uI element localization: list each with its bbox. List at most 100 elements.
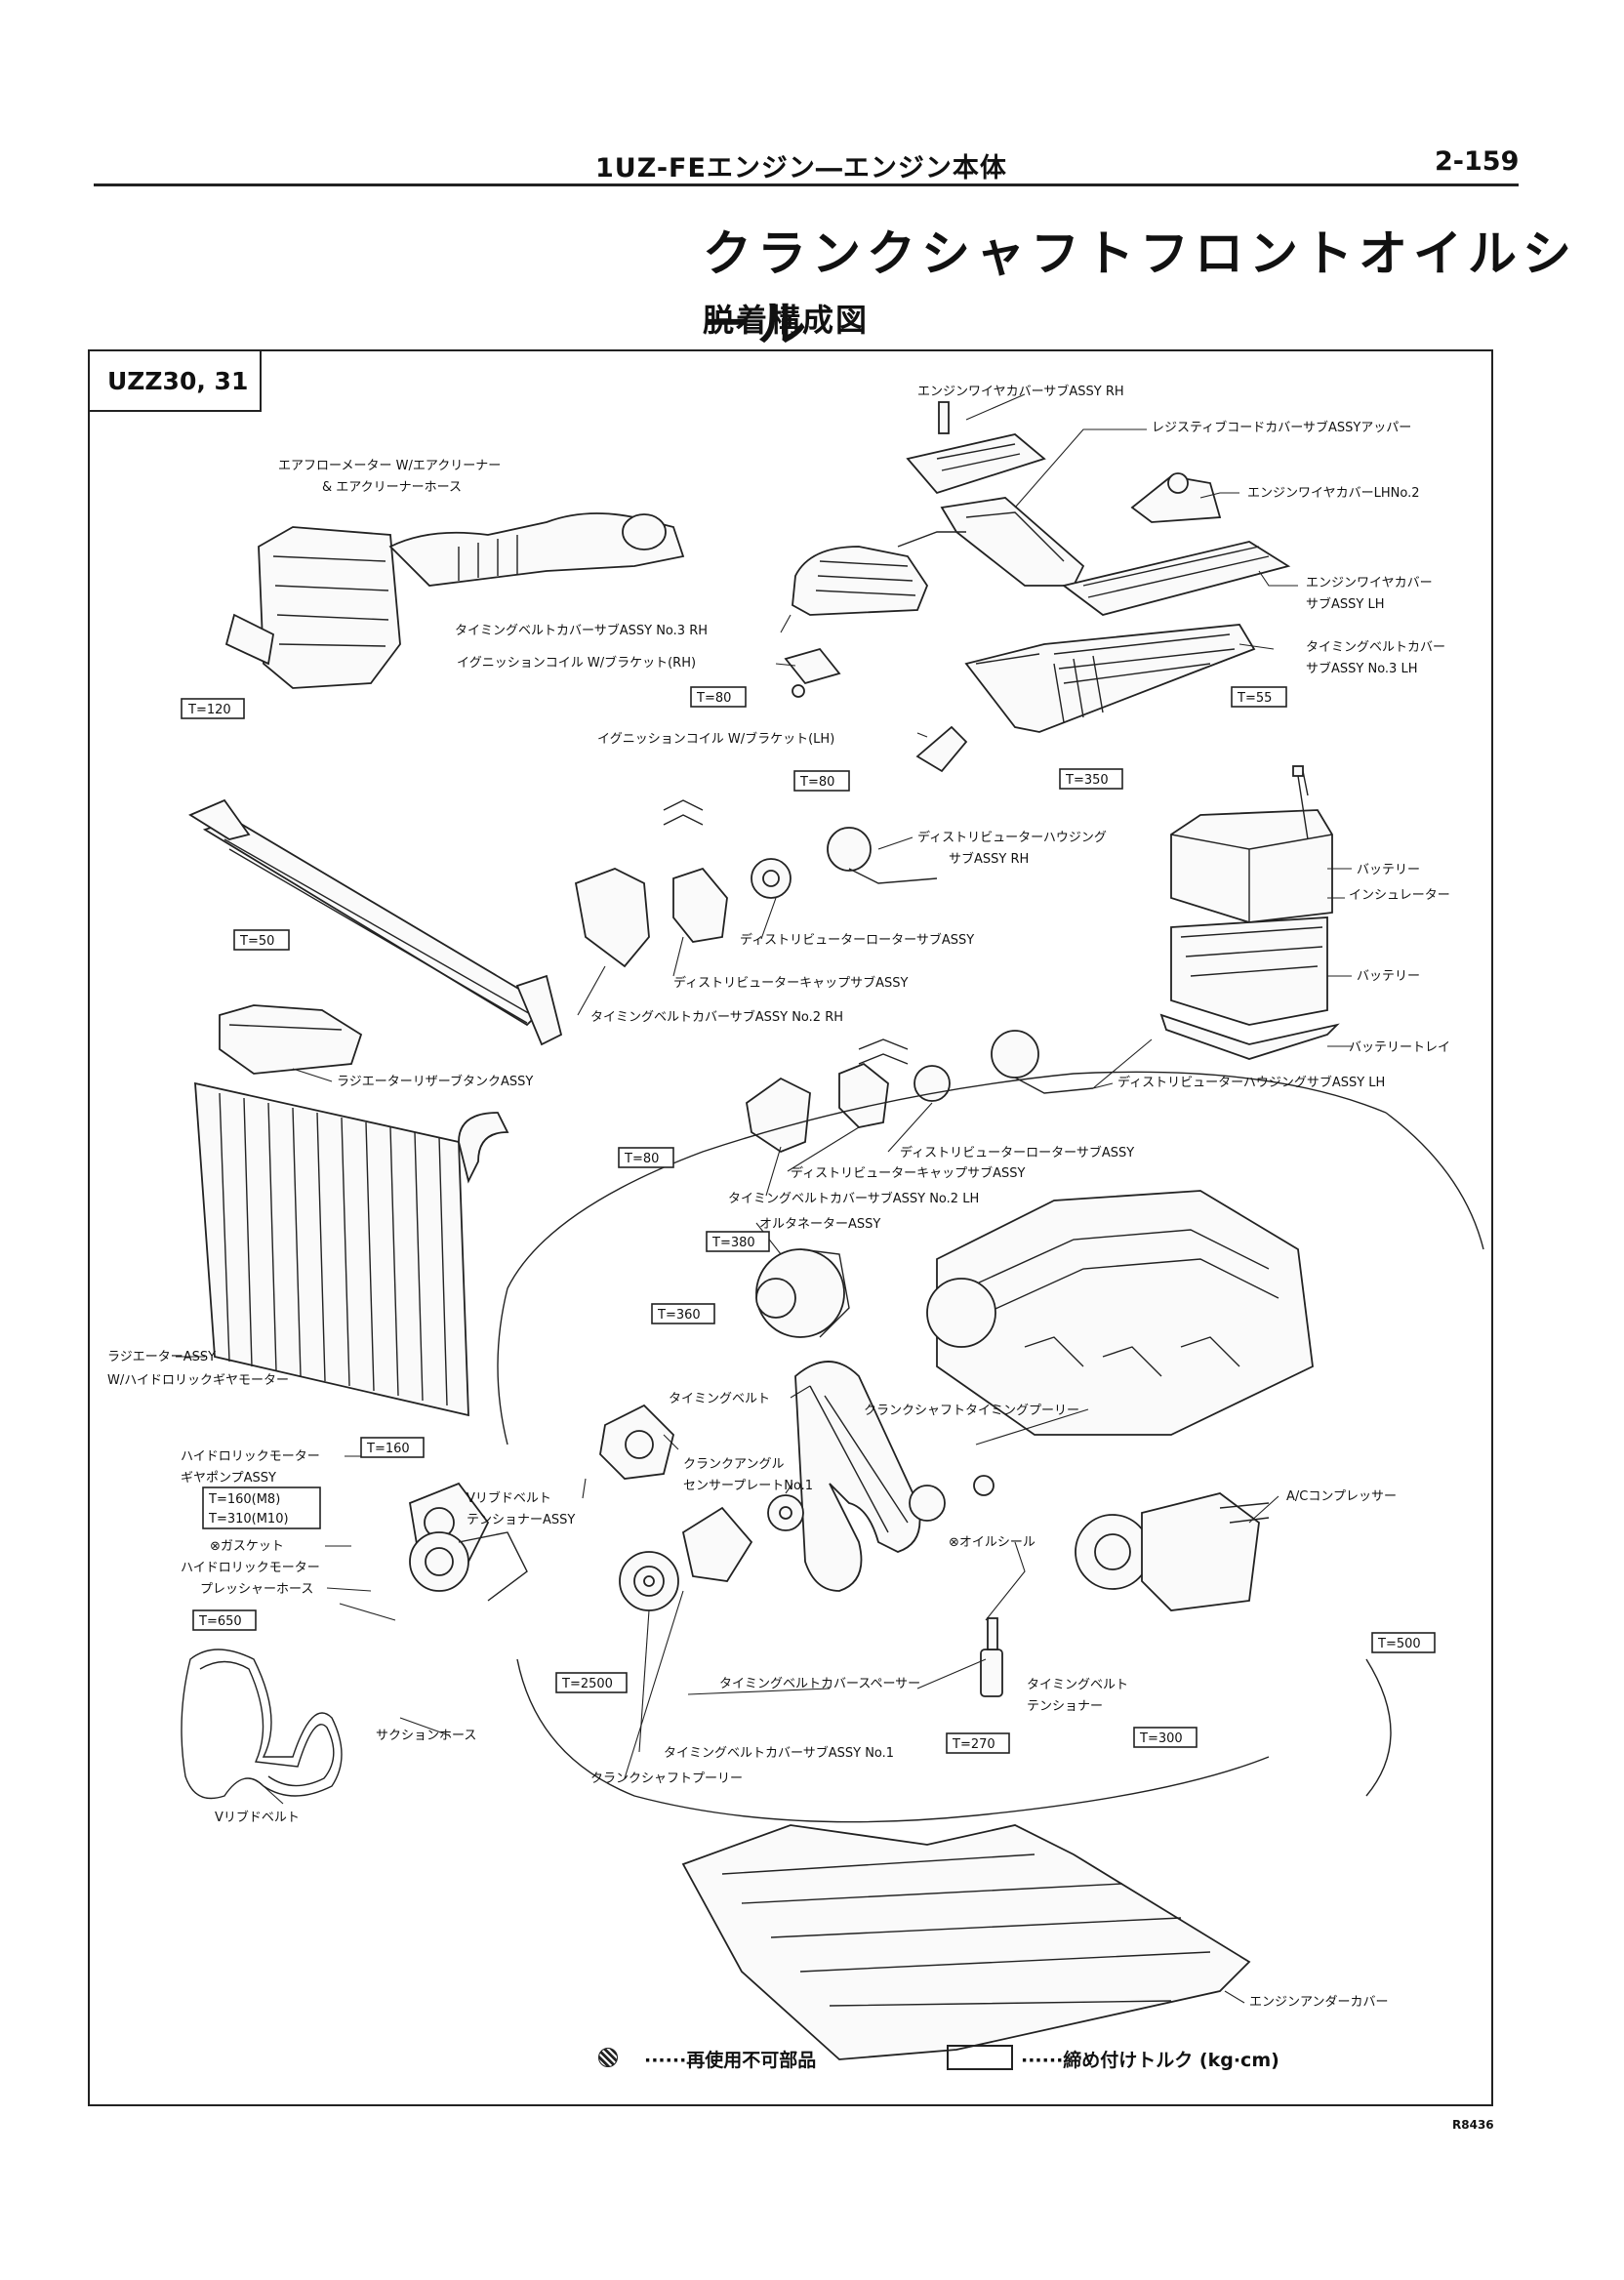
label-ignition-coil-lh: イグニッションコイル W/ブラケット(LH) (597, 731, 834, 747)
torque-t350: T=350 (1065, 773, 1109, 788)
crank-timing-pulley (909, 1475, 995, 1522)
label-pressure-hose-2: プレッシャーホース (200, 1582, 313, 1597)
label-timing-cover-no3-rh: タイミングベルトカバーサブASSY No.3 RH (455, 623, 708, 638)
timing-cover-no3-lh (964, 624, 1256, 733)
timing-belt (794, 1361, 921, 1592)
label-radiator-reservoir: ラジエーターリザーブタンクASSY (337, 1074, 533, 1089)
torque-t300: T=300 (1139, 1731, 1183, 1746)
page-number: 2-159 (1435, 146, 1520, 177)
torque-t50: T=50 (239, 934, 274, 949)
engine-wire-cover-lh (1061, 541, 1291, 616)
label-timing-belt: タイミングベルト (669, 1392, 770, 1406)
label-insulator: インシュレーター (1349, 888, 1450, 903)
leader-lines (176, 393, 1352, 2004)
label-dist-rotor-lh: ディストリビューターローターサブASSY (900, 1145, 1134, 1160)
label-radiator-1: ラジエーターASSY (107, 1350, 216, 1364)
label-crank-angle-1: クランクアングル (683, 1457, 784, 1472)
label-dist-cap-rh: ディストリビューターキャップサブASSY (673, 975, 908, 991)
alternator (755, 1248, 850, 1338)
section-title: 1UZ-FEエンジン―エンジン本体 (595, 153, 1007, 183)
torque-t55: T=55 (1237, 691, 1272, 706)
reservoir-tank (219, 1004, 363, 1075)
label-v-ribbed-tensioner-2: テンショナーASSY (467, 1513, 575, 1527)
torque-t2500: T=2500 (561, 1677, 613, 1691)
torque-t160m8: T=160(M8) (208, 1492, 280, 1507)
engine-block (926, 1190, 1314, 1436)
torque-t270: T=270 (952, 1737, 995, 1752)
radiator (194, 1081, 509, 1417)
crank-pulley (619, 1551, 679, 1611)
diagram-frame (88, 349, 1493, 2106)
ac-compressor (1075, 1492, 1270, 1611)
legend-torque: ······締め付けトルク (kg·cm) (1021, 2050, 1279, 2071)
torque-t650: T=650 (198, 1614, 242, 1629)
ignition-coil-rh (784, 647, 841, 698)
label-dist-housing-rh-2: サブASSY RH (949, 851, 1029, 867)
page-title: クランクシャフトフロントオイルシール (703, 225, 1577, 352)
crank-angle-plate (681, 1494, 804, 1582)
engine-under-cover (681, 1824, 1251, 2060)
label-battery: バッテリー (1357, 863, 1420, 877)
torque-specs: T=120 T=80 T=55 T=80 T=350 T=50 T=80 T=3… (181, 686, 1436, 1754)
label-engine-wire-cover-rh: エンジンワイヤカバーサブASSY RH (917, 384, 1124, 399)
page-subtitle: 脱着構成図 (703, 302, 870, 339)
timing-cover-no3-rh (792, 531, 966, 616)
label-pressure-hose-1: ハイドロリックモーター (181, 1561, 320, 1575)
label-timing-tensioner-1: タイミングベルト (1027, 1678, 1128, 1692)
radiator-support (188, 798, 563, 1046)
label-battery-tray: バッテリートレイ (1349, 1040, 1450, 1055)
ignition-coil-lh (915, 725, 968, 773)
engine-wire-cover-rh (906, 401, 1046, 495)
label-suction-hose: サクションホース (376, 1729, 476, 1743)
torque-t360: T=360 (657, 1308, 701, 1323)
legend-non-reusable: ······再使用不可部品 (644, 2050, 817, 2071)
label-timing-cover-no2-rh: タイミングベルトカバーサブASSY No.2 RH (590, 1009, 843, 1025)
model-label: UZZ30, 31 (90, 351, 262, 412)
torque-t380: T=380 (711, 1236, 755, 1250)
label-crank-pulley: クランクシャフトプーリー (590, 1771, 743, 1786)
label-battery2: バッテリー (1357, 969, 1420, 984)
label-timing-cover-no1: タイミングベルトカバーサブASSY No.1 (664, 1745, 894, 1761)
label-dist-housing-lh: ディストリビューターハウジングサブASSY LH (1117, 1075, 1385, 1090)
label-engine-wire-cover-lh2: エンジンワイヤカバーLHNo.2 (1247, 486, 1419, 501)
label-timing-tensioner-2: テンショナー (1027, 1699, 1103, 1714)
label-dist-cap-lh: ディストリビューターキャップサブASSY (791, 1165, 1025, 1181)
label-ac-compressor: A/Cコンプレッサー (1286, 1489, 1397, 1504)
figure-number: R8436 (1452, 2118, 1494, 2132)
label-timing-spacer: タイミングベルトカバースペーサー (719, 1677, 920, 1691)
label-v-ribbed-tensioner-1: Vリブドベルト (467, 1490, 551, 1506)
timing-tensioner (980, 1617, 1003, 1697)
label-crank-angle-2: センサープレートNo.1 (683, 1479, 813, 1493)
torque-t120: T=120 (187, 703, 231, 717)
distributor-rh-group (574, 799, 938, 968)
label-crank-timing-pulley: クランクシャフトタイミングプーリー (864, 1404, 1079, 1418)
air-cleaner (224, 512, 685, 689)
header-rule (94, 183, 1519, 186)
label-ignition-coil-rh: イグニッションコイル W/ブラケット(RH) (457, 655, 696, 671)
hydraulic-pump (409, 1531, 528, 1602)
torque-box-icon (947, 2045, 1013, 2070)
label-dist-housing-rh-1: ディストリビューターハウジング (917, 830, 1107, 845)
distributor-lh-group (746, 1030, 1094, 1154)
label-resistive-cord-cover: レジスティブコードカバーサブASSYアッパー (1152, 420, 1411, 435)
battery (1159, 765, 1340, 1060)
label-oil-seal: ⊗オイルシール (949, 1535, 1035, 1550)
torque-t80a: T=80 (696, 691, 731, 706)
label-timing-cover-no3-lh-2: サブASSY No.3 LH (1306, 661, 1417, 676)
label-timing-cover-no3-lh-1: タイミングベルトカバー (1306, 640, 1445, 655)
torque-t310m10: T=310(M10) (208, 1512, 289, 1527)
label-airflow-meter-1: エアフローメーター W/エアクリーナー (278, 459, 501, 473)
part-labels: エンジンワイヤカバーサブASSY RH レジスティブコードカバーサブASSYアッ… (107, 384, 1450, 2010)
torque-t500: T=500 (1377, 1637, 1421, 1651)
label-engine-wire-cover-lh-1: エンジンワイヤカバー (1306, 576, 1433, 590)
label-v-ribbed-belt: Vリブドベルト (215, 1810, 300, 1825)
label-alternator: オルタネーターASSY (759, 1217, 880, 1232)
non-reusable-icon (598, 2048, 618, 2067)
label-timing-cover-no2-lh: タイミングベルトカバーサブASSY No.2 LH (728, 1191, 979, 1206)
engine-wire-cover-lh2 (1130, 472, 1222, 523)
label-engine-under-cover: エンジンアンダーカバー (1249, 1995, 1388, 2010)
label-dist-rotor-rh: ディストリビューターローターサブASSY (740, 932, 974, 948)
label-airflow-meter-2: & エアクリーナーホース (322, 480, 462, 495)
torque-t80b: T=80 (799, 775, 834, 790)
